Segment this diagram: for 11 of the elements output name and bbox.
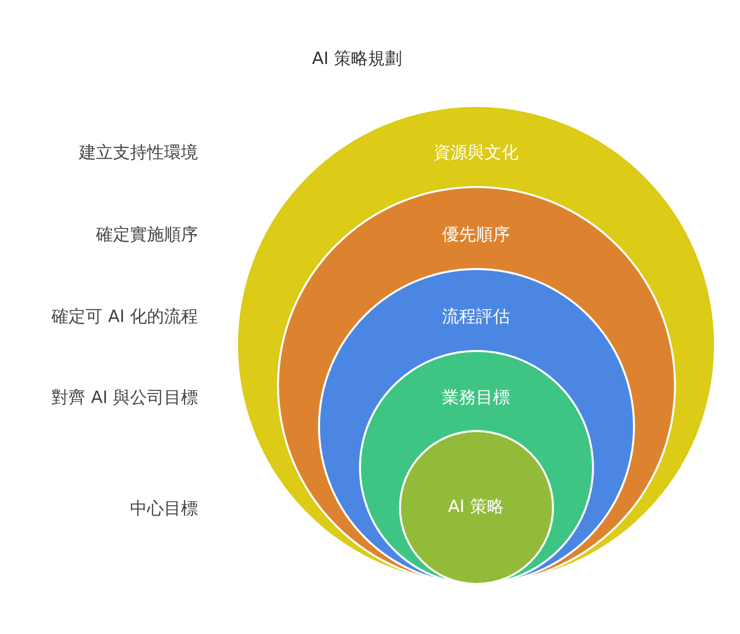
side-label: 對齊 AI 與公司目標 [52,387,198,409]
ring-label: AI 策略 [448,496,504,518]
title: AI 策略規劃 [312,49,402,69]
side-label: 中心目標 [130,498,198,520]
ring-label: 資源與文化 [434,142,518,164]
ring-label: 優先順序 [442,224,510,246]
side-label: 確定可 AI 化的流程 [52,306,198,328]
ring-label: 流程評估 [442,306,510,328]
ring-label: 業務目標 [442,387,510,409]
side-label: 建立支持性環境 [79,142,198,164]
side-label: 確定實施順序 [96,224,198,246]
